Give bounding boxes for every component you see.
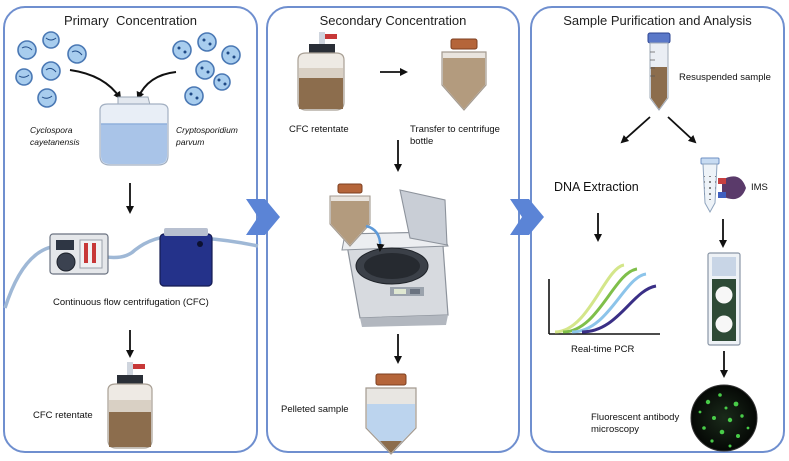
cryptosporidium-label-line2: parvum	[176, 137, 205, 147]
panel-title: Sample Purification and Analysis	[563, 13, 752, 28]
cyclospora-label: Cyclospora	[30, 125, 73, 135]
fluorescent-microscopy-label: Fluorescent antibody	[591, 412, 680, 423]
ims-magnet-icon	[700, 157, 746, 214]
panel-title: Secondary Concentration	[319, 13, 467, 28]
fluorescence-micrograph-icon	[690, 384, 758, 452]
cryptosporidium-oocysts-icon	[172, 32, 241, 106]
cyclospora-label-line2: cayetanensis	[30, 137, 80, 147]
water-sample-bag-icon	[99, 96, 169, 166]
panel-title: Primary Concentration	[64, 13, 197, 28]
pelleted-sample-label: Pelleted sample	[281, 404, 349, 415]
cfc-retentate-jar-icon	[297, 32, 345, 111]
centrifuge-bottle-icon	[329, 183, 371, 247]
centrifuge-icon	[341, 189, 449, 327]
cyclospora-oocysts-icon	[15, 31, 87, 108]
resuspended-sample-label: Resuspended sample	[679, 72, 771, 83]
cfc-retentate-jar-icon	[107, 362, 153, 449]
cfc-retentate-label: CFC retentate	[33, 410, 93, 421]
dna-extraction-label: DNA Extraction	[554, 180, 639, 194]
fluorescent-microscopy-label-line2: microscopy	[591, 424, 640, 435]
pcr-amplification-plot-icon	[548, 263, 660, 335]
resuspended-sample-tube-icon	[647, 32, 671, 111]
cfc-apparatus-icon	[3, 228, 259, 309]
transfer-label: Transfer to centrifuge	[410, 124, 500, 135]
chevron-arrow-icon	[246, 199, 280, 235]
cryptosporidium-label: Cryptosporidium	[176, 125, 238, 135]
cfc-label: Continuous flow centrifugation (CFC)	[53, 297, 209, 308]
realtime-pcr-label: Real-time PCR	[571, 344, 635, 355]
cfc-retentate-label: CFC retentate	[289, 124, 349, 135]
chevron-arrow-icon	[510, 199, 544, 235]
transfer-label-line2: bottle	[410, 136, 434, 147]
ims-label: IMS	[751, 182, 768, 193]
pelleted-sample-bottle-icon	[365, 373, 417, 455]
microscope-slide-icon	[707, 252, 741, 346]
centrifuge-bottle-icon	[441, 38, 487, 111]
